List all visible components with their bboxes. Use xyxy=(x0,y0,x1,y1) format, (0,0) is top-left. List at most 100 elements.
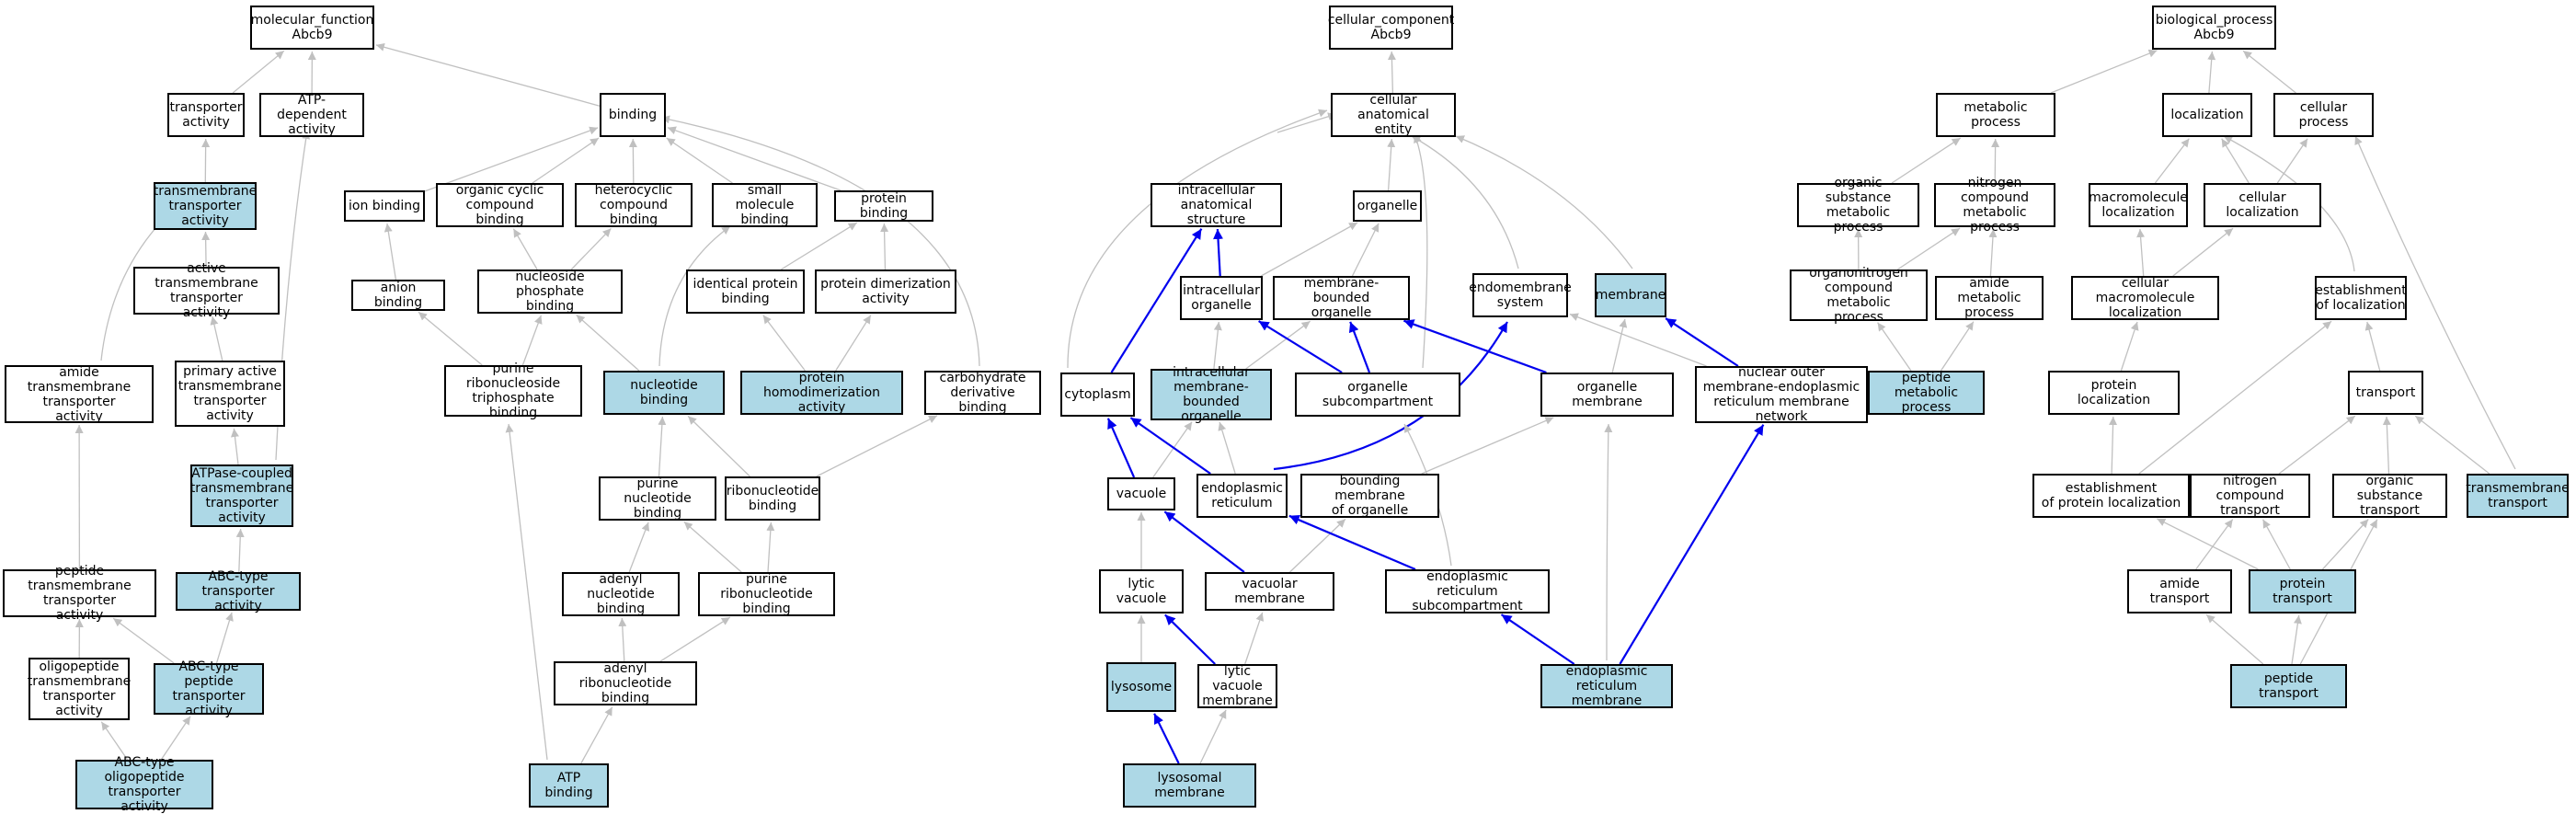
go-term-nucleotide-b: nucleotide binding xyxy=(603,371,725,415)
edge-nitro-trans-to-transport xyxy=(2278,415,2356,475)
go-term-purine-ribo: purine ribonucleotide binding xyxy=(698,572,835,616)
go-term-macro-local: macromolecule localization xyxy=(2089,183,2188,227)
edge-amide-trans-to-nitro-trans xyxy=(2195,519,2234,570)
go-term-purine-nucl: purine nucleotide binding xyxy=(599,476,716,521)
go-term-anion-b: anion binding xyxy=(351,280,445,311)
go-term-cytoplasm: cytoplasm xyxy=(1060,373,1135,417)
edge-estab-prot-local-to-estab-local xyxy=(2138,320,2332,475)
go-term-prot-dimer: protein dimerization activity xyxy=(815,269,956,314)
edge-pept-metab-to-amide-metab xyxy=(1940,321,1975,372)
go-term-er-subcomp: endoplasmic reticulum subcompartment xyxy=(1385,569,1550,613)
edge-nucleotide-b-to-nuc-phos xyxy=(576,314,640,372)
go-term-nitro-trans: nitrogen compound transport xyxy=(2190,474,2310,518)
edge-lytic-vac-mem-to-vac-mem xyxy=(1244,612,1265,665)
go-term-ident-prot: identical protein binding xyxy=(686,269,805,314)
go-term-intra-anat: intracellular anatomical structure xyxy=(1151,183,1282,227)
edge-small-mol-to-binding xyxy=(666,137,733,184)
edge-tm-transport-to-cell-proc xyxy=(2354,135,2516,470)
go-term-atp-dep: ATP-dependent activity xyxy=(259,93,364,137)
go-term-lyso-mem: lysosomal membrane xyxy=(1123,763,1256,808)
edge-amide-metab-to-nitro-metab xyxy=(1988,228,1998,277)
go-term-cc: cellular_component Abcb9 xyxy=(1328,6,1454,50)
edge-metab-to-bp xyxy=(2050,49,2158,94)
edge-estab-prot-local-to-prot-local xyxy=(2109,416,2118,475)
edge-purine-ribo-to-ribonucl xyxy=(766,522,775,573)
edge-tm-transport-to-transport xyxy=(2414,415,2490,475)
edge-vac-mem-to-bound-mem xyxy=(1289,518,1346,573)
edge-vacuole-to-intra-mem-org xyxy=(1152,421,1193,478)
edge-nuc-phos-to-org-cyc xyxy=(512,228,538,270)
edge-organonitro-to-nitro-metab xyxy=(1896,227,1961,270)
go-term-cell-local: cellular localization xyxy=(2204,183,2321,227)
go-term-vac-mem: vacuolar membrane xyxy=(1205,572,1334,611)
go-term-peptide-tm: peptide transmembrane transporter activi… xyxy=(3,564,156,623)
go-term-org-sub-metab: organic substance metabolic process xyxy=(1797,176,1919,235)
go-term-prot-local: protein localization xyxy=(2048,371,2180,415)
go-term-trans-act: transporter activity xyxy=(167,93,245,137)
go-term-vacuole: vacuole xyxy=(1107,477,1175,510)
edge-abc-peptide-to-abc-trans xyxy=(215,612,234,664)
edge-purine-nucl-to-nucleotide-b xyxy=(658,416,667,477)
edge-active-tm-to-tm-trans xyxy=(201,231,211,268)
edge-intra-mem-org-to-mem-org xyxy=(1245,320,1311,370)
edge-ion-b-to-binding xyxy=(424,126,599,192)
edge-prot-homodimer-to-prot-dimer xyxy=(835,315,872,372)
edge-anion-b-to-ion-b xyxy=(384,223,397,281)
edge-er-to-cytoplasm xyxy=(1129,417,1211,475)
edge-prot-local-to-cell-macro-local xyxy=(2120,321,2139,372)
go-term-estab-prot-local: establishment of protein localization xyxy=(2032,474,2190,518)
edge-prot-dimer-to-prot-b xyxy=(880,223,889,270)
edge-cell-proc-to-bp xyxy=(2242,50,2296,94)
go-term-atp-b: ATP binding xyxy=(529,763,609,808)
edge-cell-local-to-local xyxy=(2221,138,2250,184)
go-term-active-tm: active transmembrane transporter activit… xyxy=(133,261,280,320)
go-term-cae: cellular anatomical entity xyxy=(1331,93,1456,137)
edge-local-to-bp xyxy=(2207,51,2216,94)
go-term-nuc-outer: nuclear outer membrane-endoplasmic retic… xyxy=(1695,365,1868,424)
edge-endomem-to-cae xyxy=(1411,135,1519,269)
edge-nuc-outer-to-endomem xyxy=(1569,313,1707,367)
edge-lytic-vac-mem-to-lytic-vac xyxy=(1164,613,1216,665)
edge-hetero-to-binding xyxy=(628,138,637,184)
go-term-hetero: heterocyclic compound binding xyxy=(575,183,693,227)
edge-org-mem-to-membrane xyxy=(1611,318,1628,373)
edge-binding-to-mf xyxy=(375,42,601,107)
go-term-org-sub-trans: organic substance transport xyxy=(2332,474,2447,518)
go-term-small-mol: small molecule binding xyxy=(712,183,818,227)
go-term-cell-macro-local: cellular macromolecule localization xyxy=(2071,276,2219,320)
go-term-adenyl-ribo: adenyl ribonucleotide binding xyxy=(554,661,697,705)
edge-adenyl-ribo-to-adenyl-nucl xyxy=(618,617,627,662)
go-term-amide-trans: amide transport xyxy=(2127,569,2232,613)
go-term-prot-b: protein binding xyxy=(834,190,933,222)
go-term-lytic-vac: lytic vacuole xyxy=(1099,569,1184,613)
go-term-transport: transport xyxy=(2348,371,2423,415)
edge-org-subcomp-to-mem-org xyxy=(1348,321,1371,373)
edge-org-mem-to-mem-org xyxy=(1403,319,1547,374)
edge-lyso-mem-to-lysosome xyxy=(1153,713,1180,764)
edge-nuc-outer-to-membrane xyxy=(1665,317,1739,367)
edge-prot-trans-to-estab-prot-local xyxy=(2157,518,2259,570)
edge-org-sub-trans-to-transport xyxy=(2382,416,2391,475)
edge-prot-trans-to-org-sub-trans xyxy=(2321,519,2369,570)
edge-intra-anat-to-cae xyxy=(1277,112,1337,133)
edge-pept-trans-to-prot-trans xyxy=(2291,614,2302,665)
edge-er-mem-to-nuc-outer xyxy=(1619,424,1765,665)
go-term-organelle: organelle xyxy=(1353,190,1422,222)
go-term-pept-trans: peptide transport xyxy=(2230,664,2347,708)
go-term-membrane: membrane xyxy=(1595,273,1666,317)
go-term-atpase: ATPase-coupled transmembrane transporter… xyxy=(189,464,294,527)
edge-org-subcomp-to-cae xyxy=(1414,133,1428,369)
edge-er-to-intra-mem-org xyxy=(1218,421,1236,475)
edge-adenyl-nucl-to-purine-nucl xyxy=(628,522,650,573)
go-term-tm-trans: transmembrane transporter activity xyxy=(153,182,258,230)
go-term-org-mem: organelle membrane xyxy=(1540,373,1674,417)
go-term-mem-org: membrane-bounded organelle xyxy=(1273,276,1410,320)
edge-intra-org-to-intra-anat xyxy=(1213,228,1223,277)
go-term-carb-deriv: carbohydrate derivative binding xyxy=(924,371,1041,415)
go-term-prot-trans: protein transport xyxy=(2249,569,2356,613)
edge-ident-prot-to-prot-b xyxy=(780,222,858,270)
go-term-pept-metab: peptide metabolic process xyxy=(1868,371,1985,415)
edge-prot-trans-to-nitro-trans xyxy=(2262,519,2291,570)
edge-pept-trans-to-amide-trans xyxy=(2205,613,2264,665)
edge-ribonucl-to-nucleotide-b xyxy=(687,415,750,477)
